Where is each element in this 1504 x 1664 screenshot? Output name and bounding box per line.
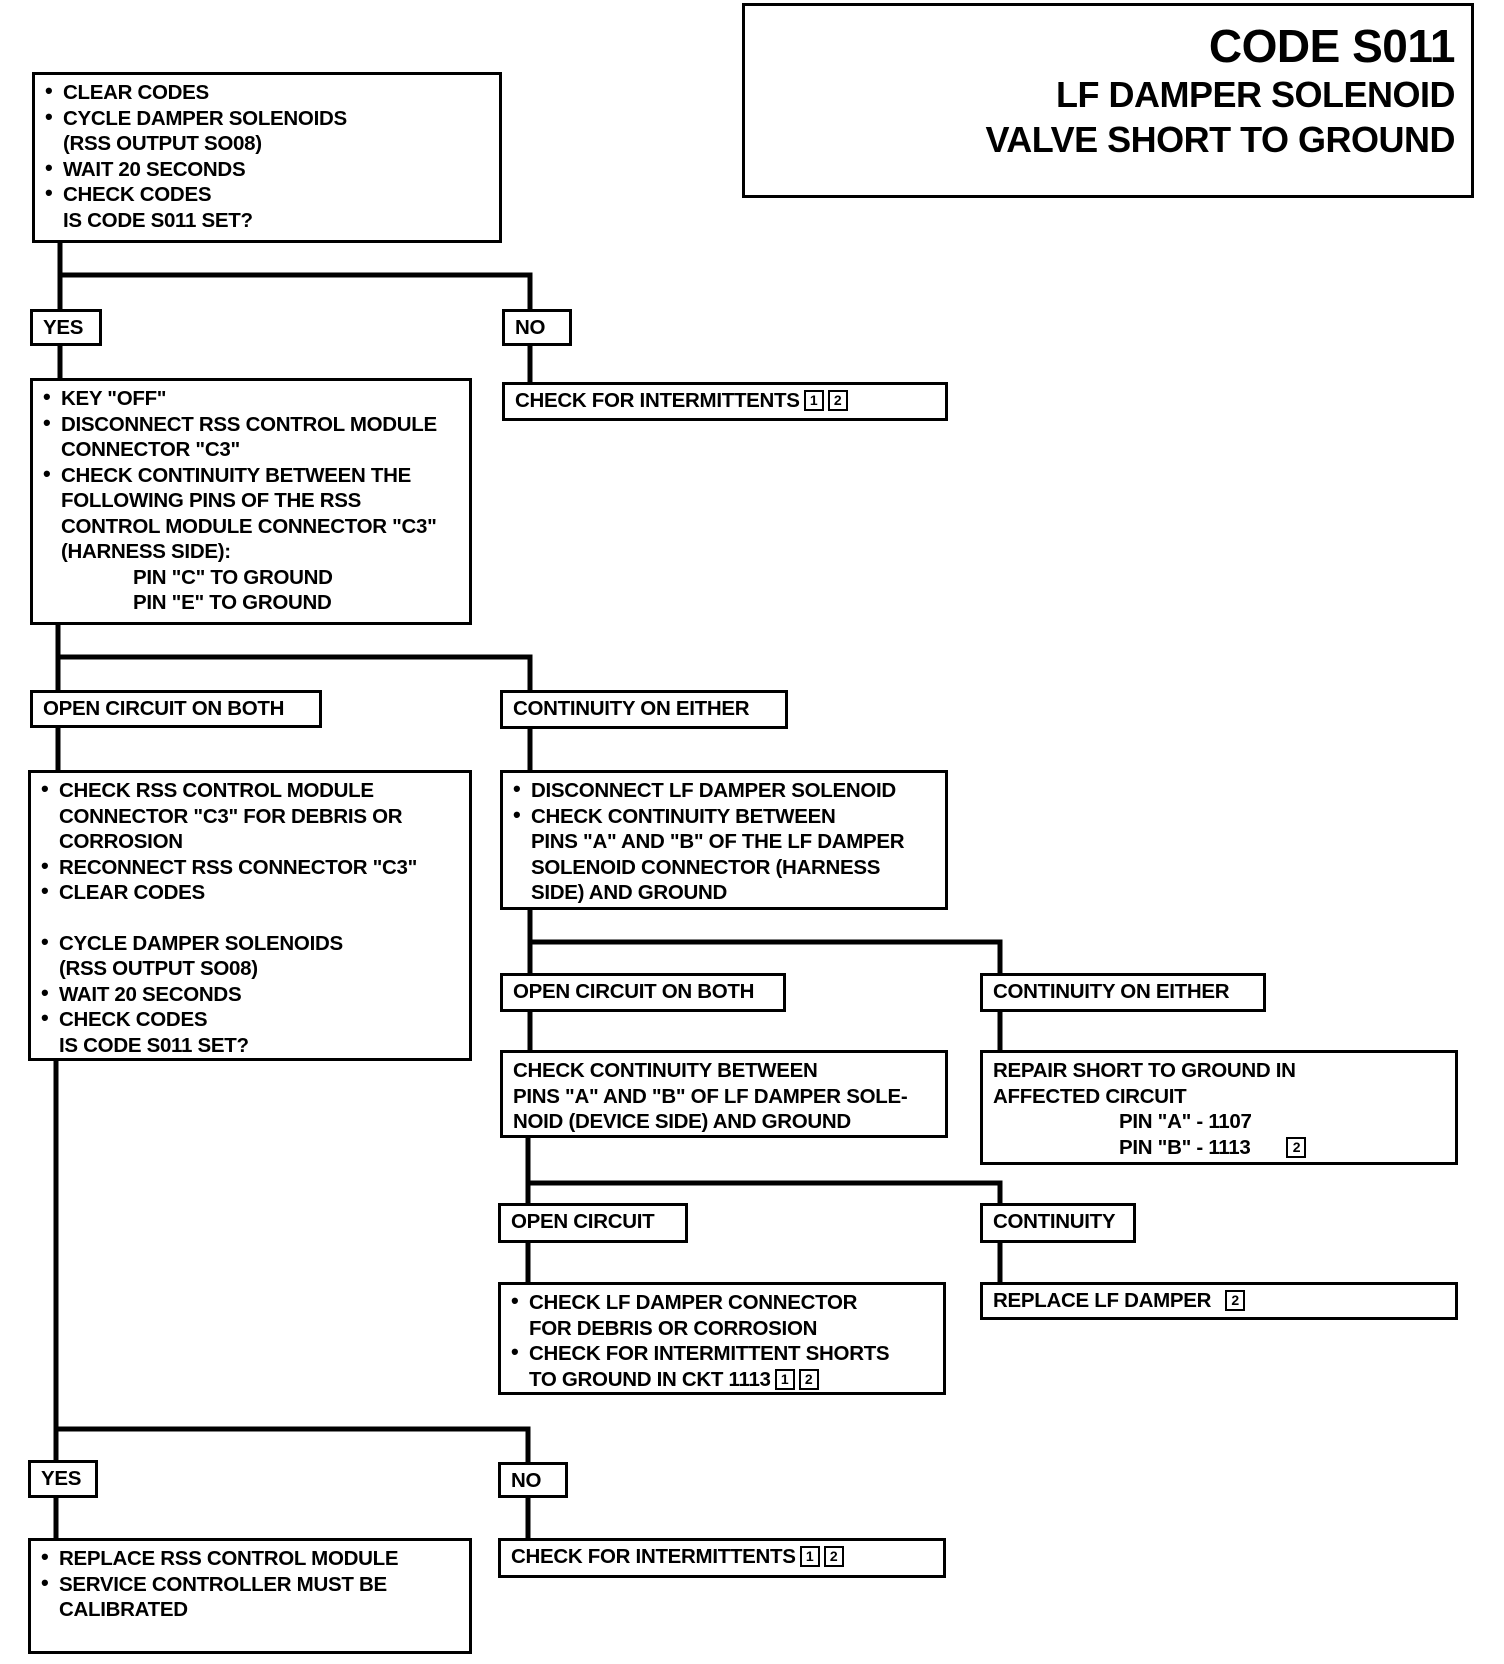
step-line: CLEAR CODES [41,878,461,906]
step-line: CHECK CODES [45,180,491,208]
title-box: CODE S011 LF DAMPER SOLENOID VALVE SHORT… [742,3,1474,198]
step-line: CHECK CODES [41,1005,461,1033]
title-line-2: LF DAMPER SOLENOID [1055,74,1456,115]
step-replace-module: REPLACE RSS CONTROL MODULE SERVICE CONTR… [28,1538,472,1654]
step-line: REPLACE RSS CONTROL MODULE [41,1544,461,1572]
step-line: CHECK CONTINUITY BETWEEN [513,802,937,830]
step-line: CLEAR CODES [45,78,491,106]
branch-open-circuit: OPEN CIRCUIT [498,1203,688,1243]
branch-yes-1: YES [30,309,102,346]
step-line: (RSS OUTPUT SO08) [59,957,258,980]
step-line: SERVICE CONTROLLER MUST BE [41,1570,461,1598]
step-repair-short: REPAIR SHORT TO GROUND IN AFFECTED CIRCU… [980,1050,1458,1165]
step-line: CYCLE DAMPER SOLENOIDS [41,929,461,957]
step-line: CONTROL MODULE CONNECTOR "C3" [61,514,437,538]
step-line: PIN "C" TO GROUND [133,565,333,589]
pin-b-text: PIN "B" - 1113 [1119,1135,1251,1159]
step-line: PIN "E" TO GROUND [133,591,332,614]
branch-open-circuit-both-2: OPEN CIRCUIT ON BOTH [500,973,786,1012]
note-ref-2: 2 [1225,1290,1246,1311]
title-code: CODE S011 [1208,20,1456,72]
step-line: CHECK LF DAMPER CONNECTOR [511,1288,935,1316]
step-line: PINS "A" AND "B" OF LF DAMPER SOLE- [513,1084,908,1108]
step-check-device-side: CHECK CONTINUITY BETWEEN PINS "A" AND "B… [500,1050,948,1138]
step-question: IS CODE S011 SET? [63,208,253,232]
branch-yes-2: YES [28,1460,98,1498]
step-line: AFFECTED CIRCUIT [993,1084,1187,1108]
step-line: WAIT 20 SECONDS [45,155,491,183]
result-text: CHECK FOR INTERMITTENTS [511,1545,796,1568]
note-ref-2: 2 [823,1546,844,1567]
step-clear-codes: CLEAR CODES CYCLE DAMPER SOLENOIDS (RSS … [32,72,502,243]
step-line: WAIT 20 SECONDS [41,980,461,1008]
branch-no-2: NO [498,1462,568,1498]
connector-step2-cont [55,654,533,695]
step-line: CHECK CONTINUITY BETWEEN [513,1059,818,1082]
step-line: DISCONNECT RSS CONTROL MODULE [43,410,461,438]
connector-step1-no [57,272,533,315]
step-line: CALIBRATED [59,1598,188,1621]
step-line: CHECK FOR INTERMITTENT SHORTS [511,1339,935,1367]
title-line-3: VALVE SHORT TO GROUND [985,119,1455,160]
step-line: SIDE) AND GROUND [531,881,728,904]
note-ref-2: 2 [1286,1136,1307,1158]
connector-step5-cont [525,1180,1003,1208]
note-ref-1: 1 [799,1546,820,1567]
step-line: CHECK CONTINUITY BETWEEN THE [43,461,461,489]
result-text: REPLACE LF DAMPER [993,1289,1212,1312]
step-line: (RSS OUTPUT SO08) [63,132,262,155]
branch-continuity-either-1: CONTINUITY ON EITHER [500,690,788,729]
step-line: KEY "OFF" [43,384,461,412]
step-line: SOLENOID CONNECTOR (HARNESS [531,855,881,879]
step-check-damper-connector: CHECK LF DAMPER CONNECTOR FOR DEBRIS OR … [498,1282,946,1395]
step-disconnect-damper-solenoid: DISCONNECT LF DAMPER SOLENOID CHECK CONT… [500,770,948,910]
step-check-connector-c3: CHECK RSS CONTROL MODULE CONNECTOR "C3" … [28,770,472,1061]
step-line: CYCLE DAMPER SOLENOIDS [45,104,491,132]
step-line: PINS "A" AND "B" OF THE LF DAMPER [531,830,905,853]
result-replace-lf-damper: REPLACE LF DAMPER 2 [980,1282,1458,1320]
note-ref-1: 1 [803,390,824,411]
step-disconnect-module: KEY "OFF" DISCONNECT RSS CONTROL MODULE … [30,378,472,625]
ckt-text: TO GROUND IN CKT 1113 [529,1367,771,1391]
connector-step3-no [53,1426,531,1467]
note-ref-2: 2 [798,1368,819,1390]
branch-open-circuit-both-1: OPEN CIRCUIT ON BOTH [30,690,322,728]
result-text: CHECK FOR INTERMITTENTS [515,389,800,412]
step-line: CONNECTOR "C3" [61,438,240,461]
step-line: (HARNESS SIDE): [61,540,231,563]
branch-continuity-either-2: CONTINUITY ON EITHER [980,973,1266,1012]
step-line: FOLLOWING PINS OF THE RSS [61,489,362,512]
note-ref-1: 1 [774,1368,795,1390]
note-ref-2: 2 [827,390,848,411]
connector-step4-cont [527,939,1003,978]
step-line: RECONNECT RSS CONNECTOR "C3" [41,853,461,881]
step-spacer [41,906,461,931]
step-line: CONNECTOR "C3" FOR DEBRIS OR [59,804,403,828]
step-line: CHECK RSS CONTROL MODULE [41,776,461,804]
step-line-ref: PIN "B" - 1113 2 [993,1135,1447,1161]
step-line: REPAIR SHORT TO GROUND IN [993,1059,1296,1082]
step-line: DISCONNECT LF DAMPER SOLENOID [513,776,937,804]
branch-no-1: NO [502,309,572,346]
step-question: IS CODE S011 SET? [59,1033,249,1057]
step-line: PIN "A" - 1107 [1119,1110,1252,1133]
step-line: CORROSION [59,830,183,853]
step-line: FOR DEBRIS OR CORROSION [529,1316,818,1340]
step-line: NOID (DEVICE SIDE) AND GROUND [513,1110,851,1133]
branch-continuity: CONTINUITY [980,1203,1136,1243]
